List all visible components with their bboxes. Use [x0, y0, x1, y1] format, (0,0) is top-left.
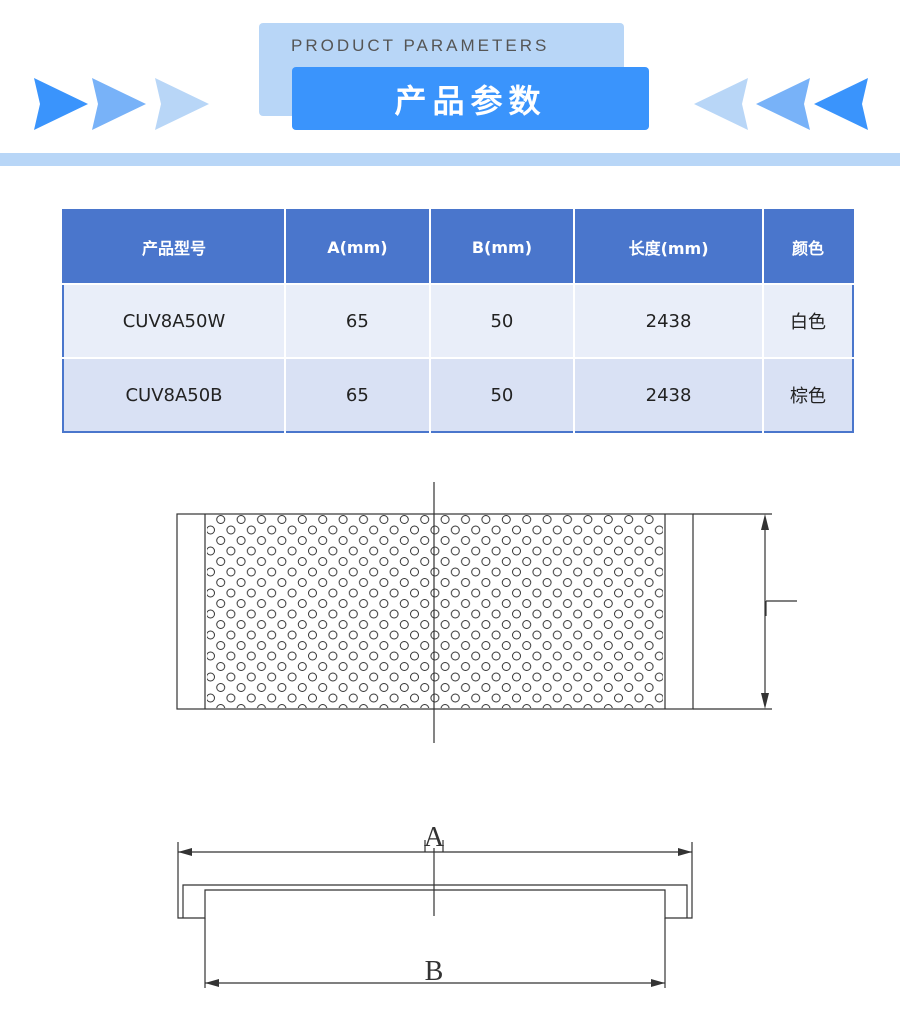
table-header-row: 产品型号 A(mm) B(mm) 长度(mm) 颜色: [63, 210, 853, 284]
top-view-drawing: [176, 482, 797, 743]
arrow-left-icon: [814, 78, 868, 130]
column-header: 产品型号: [63, 210, 285, 284]
cell: CUV8A50B: [63, 357, 285, 432]
cell: 50: [428, 357, 575, 432]
cell: 65: [284, 283, 430, 358]
subtitle: PRODUCT PARAMETERS: [291, 36, 550, 55]
cell: 2438: [573, 357, 764, 432]
dimension-label-a: A: [424, 822, 445, 853]
cell: 50: [428, 283, 575, 358]
cell: 棕色: [762, 357, 853, 432]
cell: 2438: [573, 283, 764, 358]
decorative-arrows: [34, 78, 868, 130]
section-view-drawing: A B: [177, 822, 693, 988]
arrow-right-icon: [92, 78, 146, 130]
column-header: B(mm): [428, 210, 575, 284]
parameters-table: 产品型号 A(mm) B(mm) 长度(mm) 颜色 CUV8A50W 65 5…: [62, 209, 854, 433]
table-row: CUV8A50W 65 50 2438 白色: [63, 283, 853, 358]
cell: CUV8A50W: [63, 283, 285, 358]
cell: 白色: [762, 283, 853, 358]
arrow-left-icon: [694, 78, 748, 130]
divider-band: [0, 153, 900, 166]
cell: 65: [284, 357, 430, 432]
arrow-right-icon: [34, 78, 88, 130]
arrow-right-icon: [155, 78, 209, 130]
page-title: 产品参数: [292, 67, 649, 130]
table-row: CUV8A50B 65 50 2438 棕色: [63, 357, 853, 432]
column-header: 颜色: [762, 210, 853, 284]
arrow-left-icon: [756, 78, 810, 130]
dimension-label-b: B: [425, 956, 444, 987]
column-header: A(mm): [284, 210, 430, 284]
column-header: 长度(mm): [573, 210, 764, 284]
